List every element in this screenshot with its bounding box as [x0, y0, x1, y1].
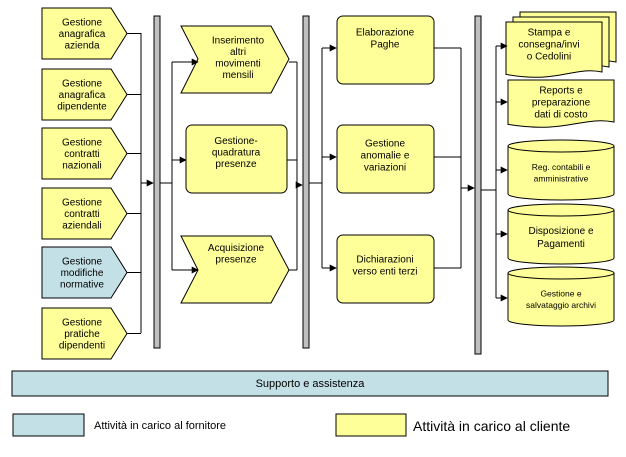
activity-shape [41, 246, 128, 299]
database-body [507, 146, 615, 201]
legend-client-label: Attività in carico al cliente [413, 418, 570, 434]
support-bar: Supporto e assistenza [11, 370, 609, 397]
database-top [507, 203, 615, 217]
collector-bar [302, 15, 310, 349]
activity-shape [336, 124, 435, 194]
document-page [505, 21, 603, 78]
database-body [507, 210, 615, 265]
activity-shape [41, 187, 128, 240]
support-bar-shape [11, 370, 609, 397]
collector-bar [474, 15, 482, 355]
database-body [507, 273, 615, 327]
legend-supplier-swatch [12, 413, 85, 437]
legend-client-swatch [335, 413, 407, 437]
database-top [507, 139, 615, 153]
legend: Attività in carico al fornitore Attività … [12, 413, 570, 437]
document-shape [507, 79, 615, 128]
activity-shape [41, 7, 128, 60]
activity-shape [41, 68, 128, 121]
activity-shape [41, 307, 128, 360]
activity-shape [41, 127, 128, 180]
activity-shape [336, 234, 435, 304]
database-top [507, 266, 615, 280]
legend-supplier-label: Attività in carico al fornitore [94, 420, 226, 432]
collector-bar [153, 15, 161, 349]
support-bar-label: Supporto e assistenza [256, 378, 366, 390]
activity-shape [336, 15, 435, 85]
